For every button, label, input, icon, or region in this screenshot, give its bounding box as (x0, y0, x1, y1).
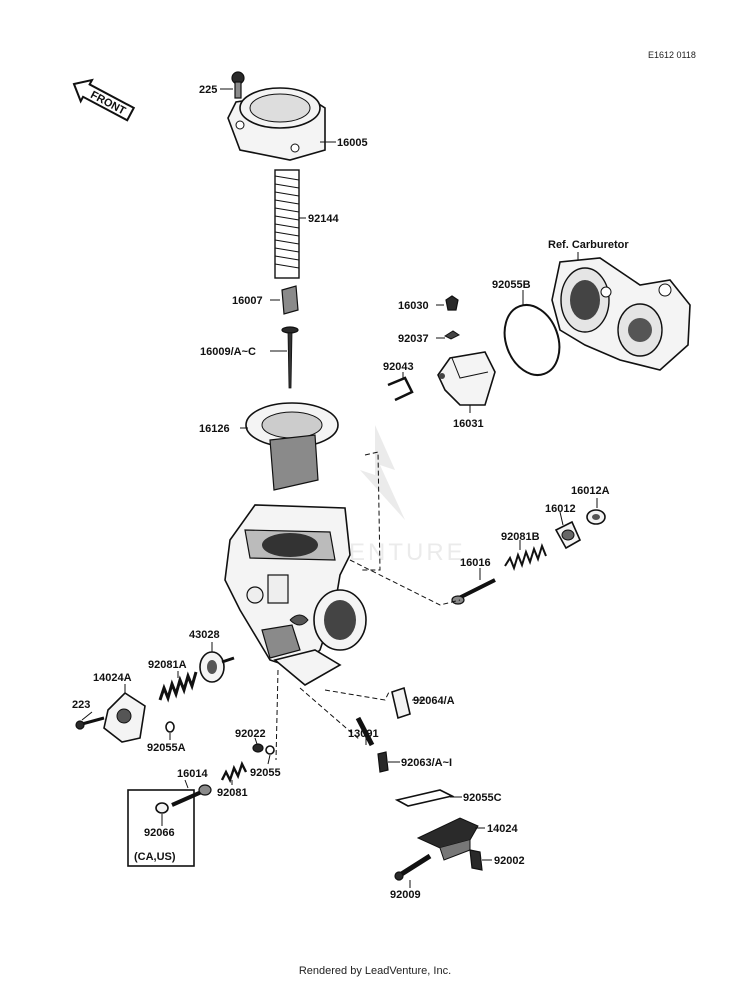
label-92064: 92064/A (413, 695, 455, 707)
plunger-16016[interactable] (451, 578, 496, 605)
watermark: VENTURE (330, 425, 463, 566)
label-92063: 92063/A~I (401, 757, 452, 769)
ref-line-5 (299, 687, 361, 741)
ref-line-2 (349, 559, 461, 606)
ref-carburetor-label: Ref. Carburetor (548, 239, 629, 251)
cover-14024[interactable] (416, 817, 479, 861)
label-16016: 16016 (460, 557, 491, 569)
jet-92064[interactable] (391, 686, 411, 720)
pilot-screw-16014[interactable] (171, 784, 212, 807)
spring-92081A[interactable] (158, 671, 198, 703)
needle-jet-13091[interactable] (355, 716, 375, 747)
leader-lines (81, 88, 598, 888)
spring-92144[interactable] (274, 169, 300, 279)
label-92022: 92022 (235, 728, 266, 740)
label-92037: 92037 (398, 333, 429, 345)
o-ring-92055B[interactable] (495, 297, 568, 382)
label-16009: 16009/A~C (200, 346, 256, 358)
label-16014: 16014 (177, 768, 208, 780)
label-13091: 13091 (348, 728, 379, 740)
label-14024A: 14024A (93, 672, 132, 684)
label-223: 223 (72, 699, 90, 711)
diaphragm-16126[interactable] (245, 402, 339, 491)
label-92002: 92002 (494, 855, 525, 867)
label-16012A: 16012A (571, 485, 610, 497)
jet-92063[interactable] (377, 751, 389, 773)
ca-us-note: (CA,US) (134, 851, 176, 863)
ref-line-3 (324, 689, 391, 701)
front-arrow-icon: FRONT (72, 78, 136, 122)
cover-14024A[interactable] (103, 691, 146, 743)
ref-carburetor (551, 257, 691, 371)
label-43028: 43028 (189, 629, 220, 641)
diagram-ref-code: E1612 0118 (648, 50, 696, 60)
label-92055C: 92055C (463, 792, 502, 804)
ca-us-box (127, 789, 195, 867)
pin-92043[interactable] (387, 376, 414, 402)
label-225: 225 (199, 84, 217, 96)
label-16012: 16012 (545, 503, 576, 515)
label-16030: 16030 (398, 300, 429, 312)
ref-line-4 (275, 669, 279, 761)
label-92144: 92144 (308, 213, 339, 225)
screw-223[interactable] (75, 716, 105, 730)
label-92055A: 92055A (147, 742, 186, 754)
label-92081B: 92081B (501, 531, 540, 543)
label-16031: 16031 (453, 418, 484, 430)
needle-holder-16007[interactable] (281, 285, 299, 315)
cap-43028[interactable] (199, 651, 235, 683)
label-92081A: 92081A (148, 659, 187, 671)
top-cover-16005[interactable] (227, 87, 326, 161)
label-92009: 92009 (390, 889, 421, 901)
label-92043: 92043 (383, 361, 414, 373)
washer-16012A[interactable] (586, 509, 606, 525)
label-16007: 16007 (232, 295, 263, 307)
spring-92081B[interactable] (504, 542, 547, 572)
footer-credit: Rendered by LeadVenture, Inc. (299, 965, 451, 977)
label-92055: 92055 (250, 767, 281, 779)
ref-line-1 (360, 451, 381, 571)
o-ring-92055A[interactable] (165, 721, 175, 733)
screw-92002[interactable] (469, 849, 483, 871)
label-16005: 16005 (337, 137, 368, 149)
washer-92022[interactable] (252, 743, 264, 753)
label-92055B: 92055B (492, 279, 531, 291)
gasket-92055C[interactable] (394, 789, 455, 807)
spring-92081[interactable] (220, 760, 248, 784)
clip-92037[interactable] (443, 330, 460, 340)
label-14024: 14024 (487, 823, 518, 835)
screw-92009[interactable] (394, 853, 432, 881)
jet-needle-16009[interactable] (281, 326, 299, 389)
carburetor-body (224, 504, 367, 686)
label-92066: 92066 (144, 827, 175, 839)
float-16031[interactable] (437, 351, 496, 406)
float-valve-16030[interactable] (445, 295, 459, 311)
screw-225[interactable] (231, 71, 245, 99)
label-16126: 16126 (199, 423, 230, 435)
o-ring-92055[interactable] (265, 745, 275, 755)
nut-16012[interactable] (554, 520, 582, 550)
label-92081: 92081 (217, 787, 248, 799)
